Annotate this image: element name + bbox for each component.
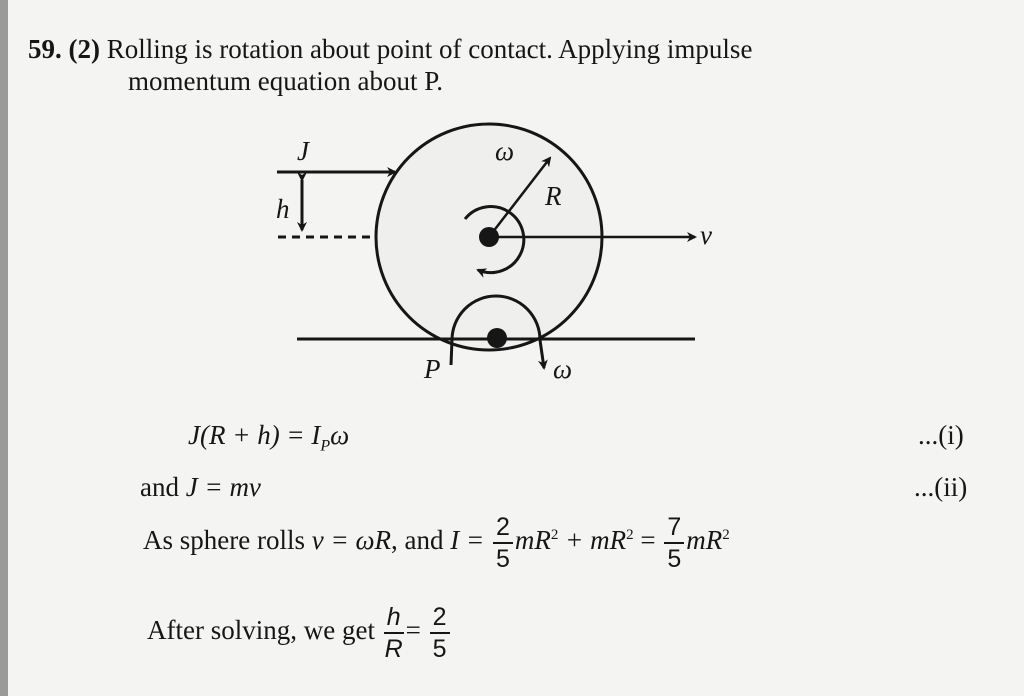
num: 2 [492,512,513,544]
eq3-t3: mR [686,525,723,556]
eq4-eq: = [405,615,421,646]
label-omega-bottom: ω [553,354,572,384]
answer-option: (2) [68,34,100,64]
rotation-arrow-contact [449,294,548,370]
pow: 2 [722,527,730,544]
eq3-mid: , and [391,525,451,556]
equation-2: and J = mv [140,472,261,503]
eq3-t2: + mR [558,525,627,556]
den: 5 [495,545,510,573]
question-header: 59. (2) Rolling is rotation about point … [28,34,752,65]
eq1-right: ω [330,420,350,450]
equation-2-tag: ...(ii) [914,472,968,502]
equation-1: J(R + h) = IPω [188,420,349,455]
radius-arrow [488,156,552,238]
num: h [383,602,404,634]
label-P: P [423,354,441,384]
eq3-rolling: v = ωR [311,525,391,556]
den: 5 [432,635,447,663]
label-h: h [276,194,290,224]
equation-1-tag: ...(i) [918,420,964,450]
label-R: R [544,181,562,211]
rotation-arrow-center [463,205,526,278]
label-v: v [700,220,712,250]
den: 5 [667,545,682,573]
page-edge [0,0,8,696]
eq3-t1: mR [514,525,551,556]
eq4-prefix: After solving, we get [147,615,382,646]
solution-line-1: Rolling is rotation about point of conta… [106,34,753,64]
center-dot [479,227,499,247]
num: 2 [429,602,450,634]
eq3-prefix: As sphere rolls [143,525,312,556]
question-number: 59. [28,34,62,64]
eq2-prefix: and [140,472,186,502]
den: R [384,635,403,663]
solution-line-2: momentum equation about P. [128,66,443,96]
pow: 2 [626,527,634,544]
label-J: J [297,136,311,166]
num: 7 [664,512,685,544]
eq3-lhs: I = [450,525,485,556]
pow: 2 [550,527,559,544]
eq1-left: J(R + h) = I [188,420,321,450]
eq2-text: J = mv [185,472,261,502]
eq1-subscript: P [320,437,331,455]
label-omega-top: ω [495,136,514,166]
eq3-eq: = [633,525,656,556]
contact-dot [487,328,507,348]
